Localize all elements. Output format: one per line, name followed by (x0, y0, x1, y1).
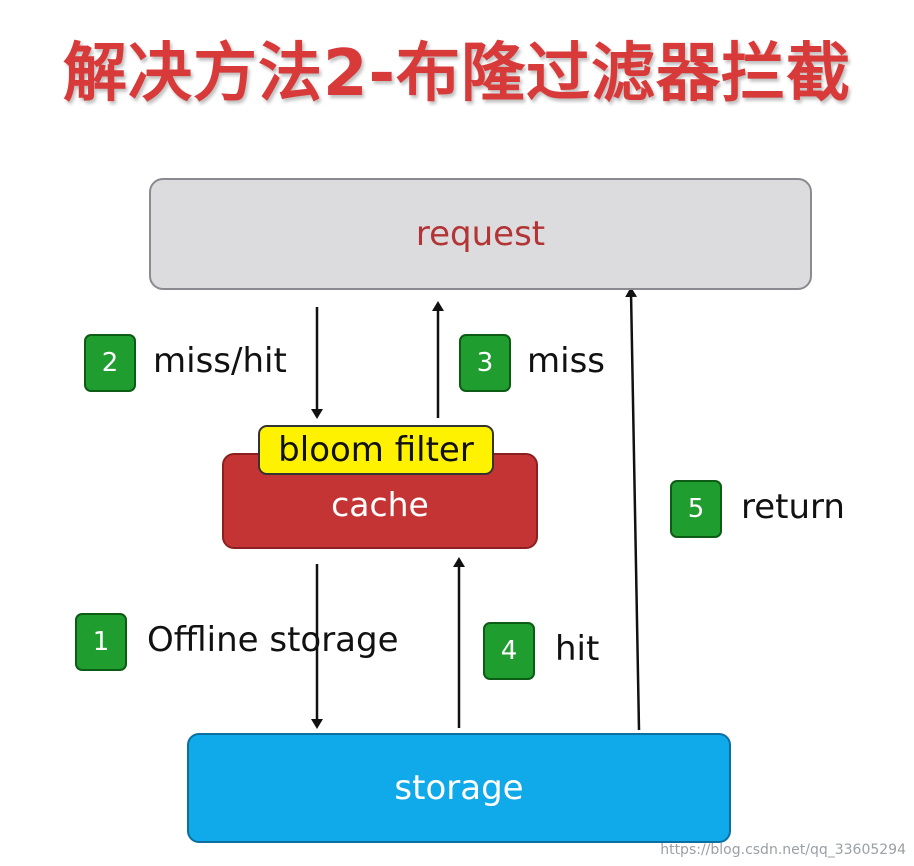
step-2-badge: 2 (84, 334, 136, 392)
page-title: 解决方法2-布隆过滤器拦截 (62, 37, 852, 111)
step-1-badge: 1 (75, 613, 127, 671)
watermark: https://blog.csdn.net/qq_33605294 (660, 842, 906, 858)
step-3-label: miss (527, 341, 605, 381)
step-2-label: miss/hit (153, 341, 287, 381)
step-4-label: hit (555, 629, 600, 669)
step-4-badge: 4 (483, 622, 535, 680)
step-3-badge: 3 (459, 334, 511, 392)
request-node: request (149, 178, 812, 290)
step-5-badge: 5 (670, 480, 722, 538)
step-1-label: Offline storage (147, 620, 399, 660)
storage-node: storage (187, 733, 731, 843)
bloom-filter-node: bloom filter (258, 425, 494, 475)
step-5-label: return (741, 487, 845, 527)
arrow-storage-to-request (625, 287, 641, 731)
